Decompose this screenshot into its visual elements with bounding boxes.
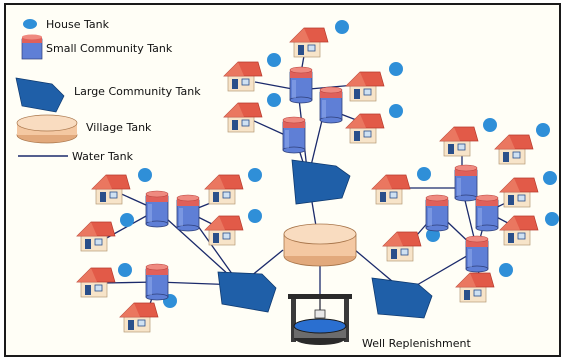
house	[223, 93, 281, 133]
house	[91, 168, 152, 205]
small-community-tank	[465, 235, 489, 273]
village-tank	[283, 223, 357, 267]
house-tank	[248, 209, 262, 223]
house-tank	[483, 118, 497, 132]
house	[371, 167, 431, 205]
legend-small-community-tank: Small Community Tank	[21, 34, 173, 60]
house	[499, 171, 557, 208]
legend-village-tank: Village Tank	[16, 114, 152, 144]
house-tank	[267, 53, 281, 67]
house-tank	[118, 263, 132, 277]
large-community-tank	[217, 271, 277, 313]
legend-label: Water Tank	[72, 150, 134, 163]
large-community-tank	[291, 159, 351, 205]
small-community-tank	[289, 66, 313, 104]
house-tank	[536, 123, 550, 137]
house	[345, 104, 403, 144]
houses	[76, 20, 559, 333]
small-community-tank	[319, 86, 343, 124]
house-tank	[335, 20, 349, 34]
house-tank	[545, 212, 559, 226]
house-tank	[499, 263, 513, 277]
small-community-tank	[176, 194, 200, 232]
legend-label: Large Community Tank	[74, 85, 201, 98]
village-tank-icon	[16, 114, 78, 144]
legend-water-tank: Water Tank	[18, 150, 134, 163]
house-tank	[248, 168, 262, 182]
house-tank-icon	[23, 19, 37, 29]
legend-label: House Tank	[46, 18, 110, 31]
well	[288, 294, 352, 345]
small-tank-icon	[21, 34, 43, 60]
house-tank	[389, 62, 403, 76]
house-tank	[543, 171, 557, 185]
house	[119, 294, 177, 333]
house	[499, 212, 559, 246]
large-community-tank	[371, 277, 433, 319]
house-tank	[120, 213, 134, 227]
house-tank	[267, 93, 281, 107]
small-community-tank	[475, 194, 499, 232]
small-community-tank	[454, 164, 478, 202]
large-community-tanks	[217, 159, 433, 319]
house	[204, 168, 262, 205]
small-community-tank	[145, 263, 169, 301]
well-replenishment-label: Well Replenishment	[362, 337, 472, 350]
legend-label: Village Tank	[86, 121, 152, 134]
house	[345, 62, 403, 102]
house	[204, 209, 262, 246]
house	[494, 123, 550, 165]
legend-house-tank: House Tank	[23, 18, 110, 31]
legend: House Tank Small Community Tank Large Co…	[15, 18, 201, 163]
house-tank	[138, 168, 152, 182]
house-tank	[389, 104, 403, 118]
small-community-tank	[282, 116, 306, 154]
small-community-tank	[425, 194, 449, 232]
house	[289, 20, 349, 58]
large-tank-icon	[15, 77, 65, 113]
house-tank	[417, 167, 431, 181]
house	[223, 53, 281, 92]
house	[382, 228, 440, 262]
house-tank	[426, 228, 440, 242]
legend-label: Small Community Tank	[46, 42, 173, 55]
small-community-tank	[145, 190, 169, 228]
house	[455, 263, 513, 303]
house	[76, 213, 134, 252]
house	[439, 118, 497, 157]
legend-large-community-tank: Large Community Tank	[15, 77, 201, 113]
house	[76, 263, 132, 298]
